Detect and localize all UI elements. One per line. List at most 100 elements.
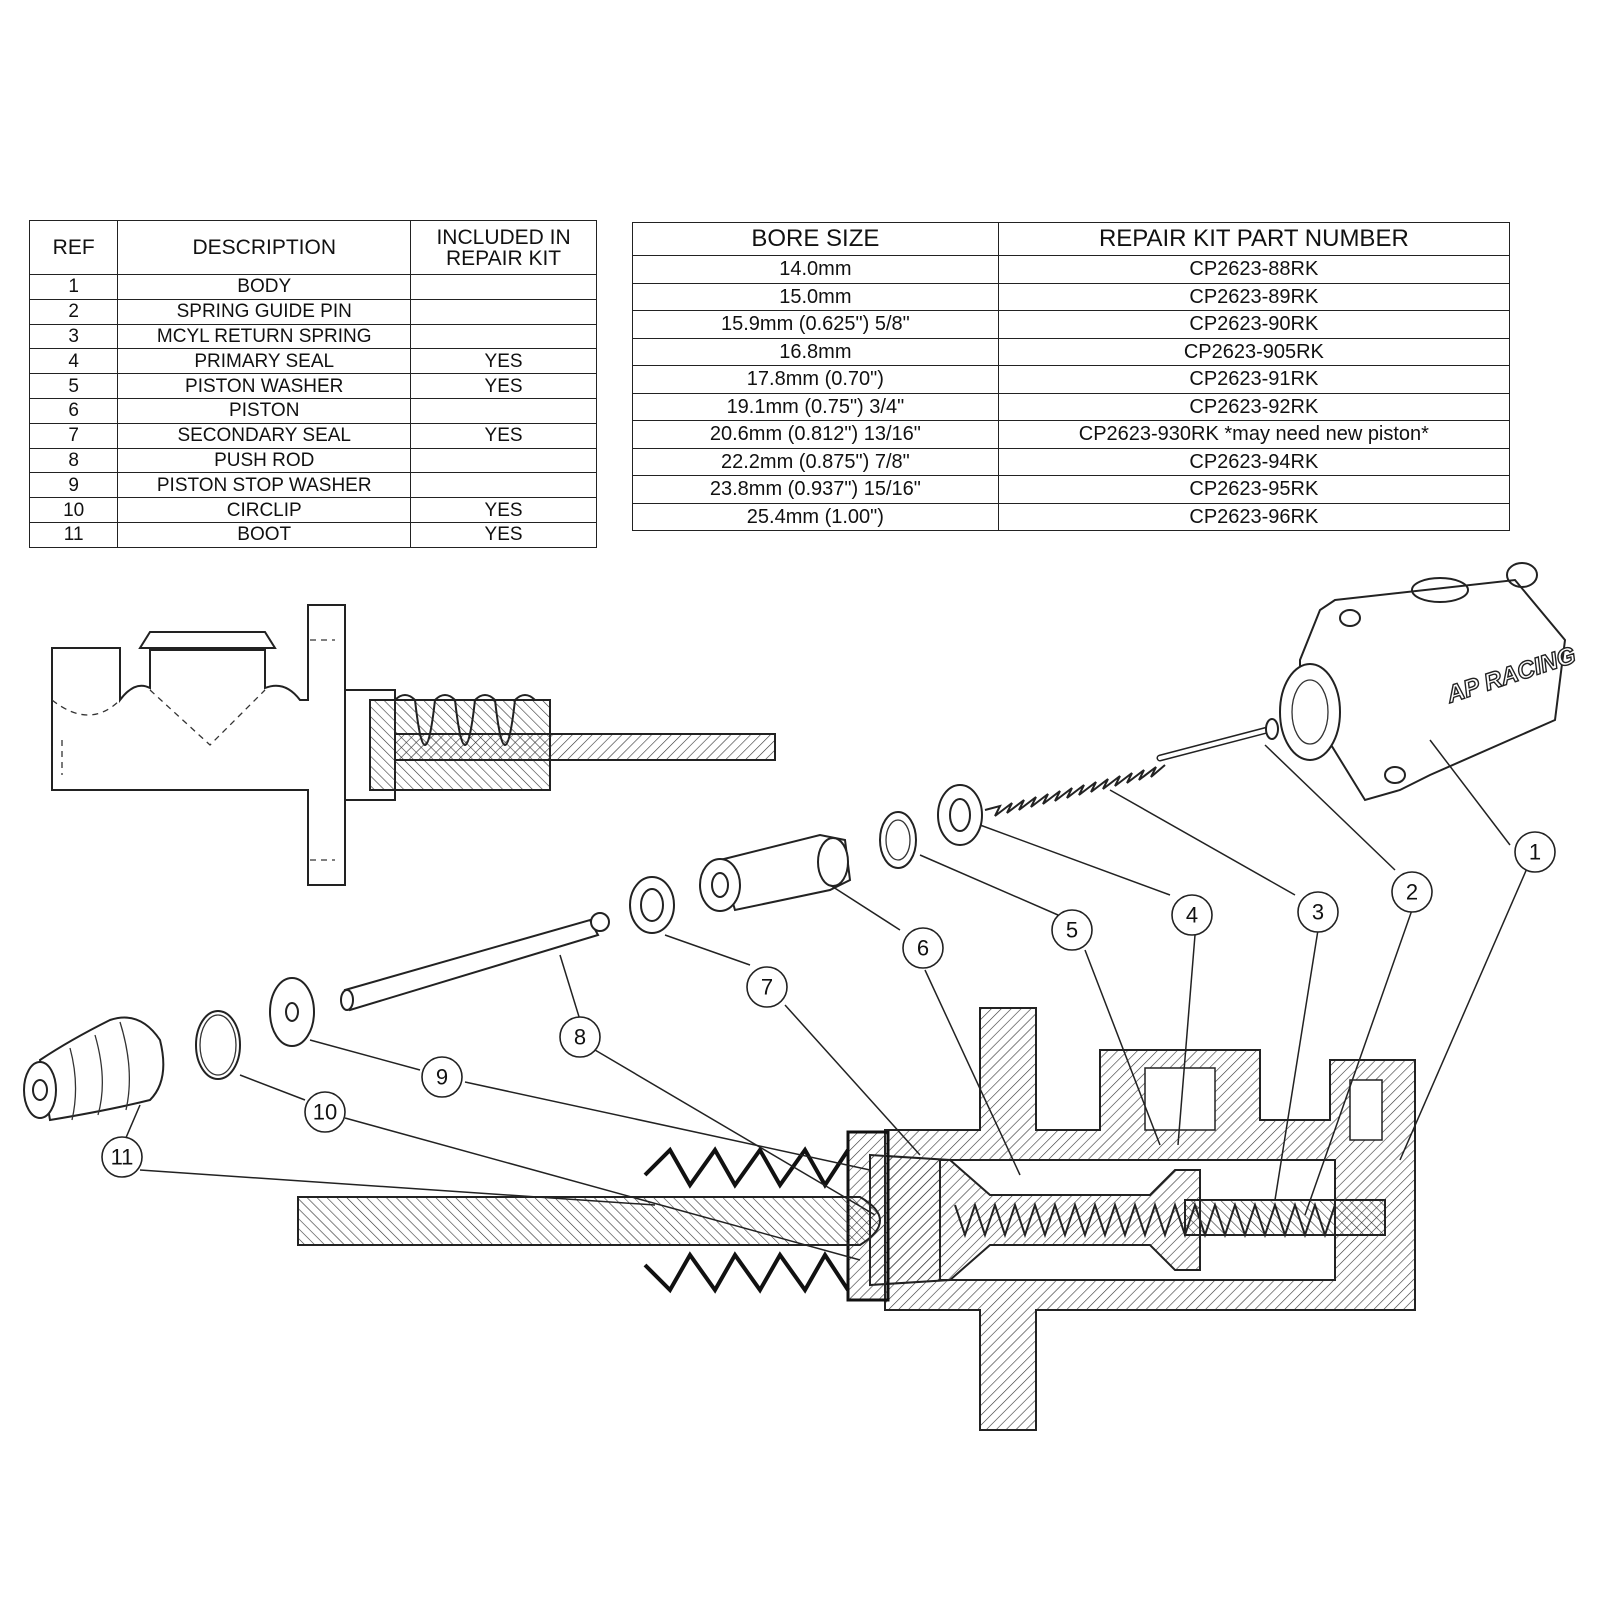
included-cell: YES [410, 521, 597, 548]
bore-size-cell: 14.0mm [632, 255, 999, 284]
part-number-cell: CP2623-90RK [997, 310, 1511, 339]
parts-table-header: REF DESCRIPTION INCLUDED IN REPAIR KIT [28, 220, 597, 275]
callout-number: 7 [761, 975, 773, 1000]
description-cell: MCYL RETURN SPRING [117, 323, 412, 350]
callout-number: 1 [1529, 840, 1541, 865]
callout-number: 9 [436, 1065, 448, 1090]
description-cell: SPRING GUIDE PIN [117, 298, 412, 325]
bore-size-cell: 15.9mm (0.625") 5/8" [632, 310, 999, 339]
part-number-cell: CP2623-930RK *may need new piston* [997, 420, 1511, 449]
ref-cell: 1 [28, 274, 119, 300]
side-view [51, 604, 776, 886]
callout-1: 1 [1514, 831, 1556, 873]
secondary-seal [629, 876, 675, 934]
table-row: 19.1mm (0.75") 3/4"CP2623-92RK [632, 392, 1511, 421]
callout-4: 4 [1171, 894, 1213, 936]
description-header: DESCRIPTION [117, 220, 412, 275]
callout-number: 11 [111, 1145, 134, 1170]
bore-size-cell: 22.2mm (0.875") 7/8" [632, 447, 999, 476]
table-row: 25.4mm (1.00")CP2623-96RK [632, 502, 1511, 531]
callout-2: 2 [1391, 871, 1433, 913]
part-number-cell: CP2623-92RK [997, 392, 1511, 421]
part-number-cell: CP2623-88RK [997, 255, 1511, 284]
bore-size-cell: 16.8mm [632, 337, 999, 366]
table-row: 20.6mm (0.812") 13/16"CP2623-930RK *may … [632, 420, 1511, 449]
ref-cell: 11 [28, 521, 119, 548]
part-number-header: REPAIR KIT PART NUMBER [997, 222, 1511, 256]
callout-number: 3 [1312, 900, 1324, 925]
callout-number: 6 [917, 936, 929, 961]
primary-seal [937, 784, 983, 846]
callout-7: 7 [746, 966, 788, 1008]
ref-cell: 8 [28, 447, 119, 474]
included-cell: YES [410, 348, 597, 375]
description-cell: PUSH ROD [117, 447, 412, 474]
return-spring [984, 764, 1166, 817]
description-cell: PISTON WASHER [117, 373, 412, 399]
callout-number: 5 [1066, 918, 1078, 943]
callout-8: 8 [559, 1016, 601, 1058]
spring-guide-pin [1156, 718, 1279, 762]
callout-10: 10 [304, 1091, 346, 1133]
push-rod [340, 912, 610, 1012]
bore-size-cell: 17.8mm (0.70") [632, 365, 999, 394]
piston-washer [879, 811, 917, 869]
included-cell [410, 298, 597, 325]
ref-cell: 10 [28, 497, 119, 523]
bore-table-header: BORE SIZE REPAIR KIT PART NUMBER [632, 222, 1511, 256]
callout-11: 11 [101, 1136, 143, 1178]
cross-section [297, 1007, 1416, 1431]
table-row: 15.9mm (0.625") 5/8"CP2623-90RK [632, 310, 1511, 339]
ref-cell: 7 [28, 422, 119, 449]
bore-size-cell: 19.1mm (0.75") 3/4" [632, 392, 999, 421]
callout-9: 9 [421, 1056, 463, 1098]
part-number-cell: CP2623-96RK [997, 502, 1511, 531]
included-cell: YES [410, 497, 597, 523]
bore-size-cell: 20.6mm (0.812") 13/16" [632, 420, 999, 449]
boot [23, 1016, 165, 1122]
description-cell: CIRCLIP [117, 497, 412, 523]
included-header: INCLUDED IN REPAIR KIT [410, 220, 597, 275]
callout-number: 8 [574, 1025, 586, 1050]
part-number-cell: CP2623-89RK [997, 282, 1511, 311]
description-cell: BOOT [117, 521, 412, 548]
leader-lines [124, 739, 1536, 1261]
callout-3: 3 [1297, 891, 1339, 933]
ref-cell: 6 [28, 397, 119, 424]
ref-cell: 9 [28, 472, 119, 499]
ref-cell: 2 [28, 298, 119, 325]
callout-5: 5 [1051, 909, 1093, 951]
body-part: AP RACING [1279, 562, 1580, 802]
parts-table: REF DESCRIPTION INCLUDED IN REPAIR KIT 1… [28, 220, 597, 548]
callout-number: 10 [313, 1100, 337, 1125]
bore-size-cell: 23.8mm (0.937") 15/16" [632, 475, 999, 504]
part-number-cell: CP2623-91RK [997, 365, 1511, 394]
bore-size-header: BORE SIZE [632, 222, 999, 256]
callout-number: 2 [1406, 880, 1418, 905]
circlip [195, 1010, 241, 1080]
description-cell: BODY [117, 274, 412, 300]
included-cell: YES [410, 422, 597, 449]
piston [699, 833, 852, 912]
description-cell: PISTON STOP WASHER [117, 472, 412, 499]
table-row: 17.8mm (0.70")CP2623-91RK [632, 365, 1511, 394]
bore-size-cell: 25.4mm (1.00") [632, 502, 999, 531]
table-row: 22.2mm (0.875") 7/8"CP2623-94RK [632, 447, 1511, 476]
description-cell: SECONDARY SEAL [117, 422, 412, 449]
callout-number: 4 [1186, 903, 1198, 928]
included-cell: YES [410, 373, 597, 399]
ref-header: REF [28, 220, 119, 275]
